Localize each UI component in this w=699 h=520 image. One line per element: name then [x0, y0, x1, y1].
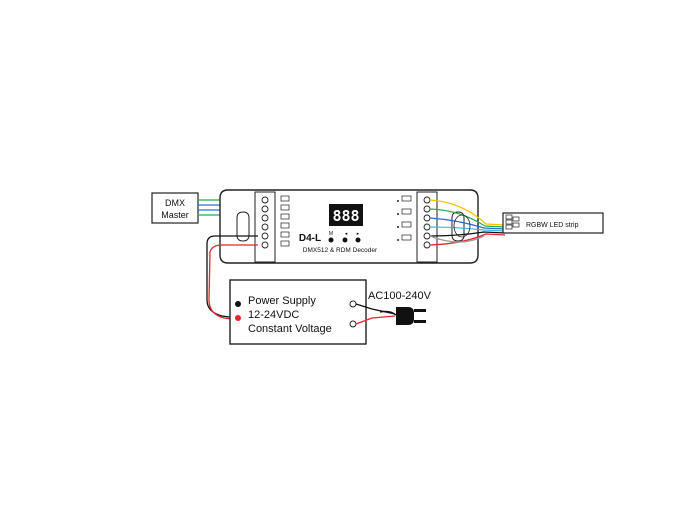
- terminal-in-3: [261, 214, 269, 222]
- decoder-subtitle: DMX512 & RDM Decoder: [303, 247, 378, 254]
- power-wires-to-decoder: [206, 235, 258, 321]
- button-m-label: M: [329, 231, 333, 237]
- cable-bundle: [453, 214, 471, 238]
- terminal-in-2: [261, 205, 269, 213]
- right-arrow-icon: ▸: [357, 231, 360, 237]
- terminal-in-1: [261, 196, 269, 204]
- dmx-master-box: [151, 192, 199, 224]
- dmx-master: DMX Master: [151, 192, 199, 224]
- wire-white-out: [429, 235, 485, 243]
- segment-display: [329, 204, 363, 226]
- wire-red-out: [429, 233, 506, 246]
- wire-black-out: [429, 231, 506, 237]
- psu-label-2: 12-24VDC: [248, 309, 299, 321]
- psu-terminal-minus: [235, 301, 241, 307]
- power-supply-box: [229, 279, 367, 345]
- output-polarity-marks: [397, 200, 399, 241]
- button-m[interactable]: [328, 237, 334, 243]
- psu-ac-terminal-1: [349, 300, 357, 308]
- ac-plug-icon: [396, 307, 426, 325]
- model-label: D4-L: [299, 233, 321, 244]
- psu-terminal-plus: [235, 315, 241, 321]
- ac-input-label: AC100-240V: [368, 290, 432, 302]
- left-arrow-icon: ◂: [345, 231, 348, 237]
- output-terminal-labels: [401, 195, 412, 241]
- button-up[interactable]: [355, 237, 361, 243]
- wire-cyan-out: [429, 226, 506, 232]
- wire-red-v-plus: [208, 244, 258, 321]
- output-wires: [429, 199, 506, 246]
- display-digits: 888: [332, 207, 359, 225]
- psu-label-3: Constant Voltage: [248, 323, 332, 335]
- led-strip-label: RGBW LED strip: [526, 222, 579, 229]
- led-strip-pads: [505, 214, 520, 230]
- dmx-master-label-1: DMX: [165, 198, 185, 208]
- dmx-master-label-2: Master: [161, 210, 189, 220]
- terminal-in-4: [261, 223, 269, 231]
- input-terminals: [261, 196, 269, 249]
- wire-yellow-out: [429, 199, 506, 226]
- mount-hole-left: [236, 211, 250, 242]
- decoder-unit: 888 M ◂ ▸ D4-L DMX512 & RDM Decoder: [219, 189, 479, 264]
- led-strip: RGBW LED strip: [502, 212, 604, 234]
- button-down[interactable]: [342, 237, 348, 243]
- led-strip-body: [502, 212, 604, 234]
- wire-blue-out: [429, 217, 506, 230]
- input-terminal-labels: [280, 195, 290, 247]
- ac-wiring: [355, 303, 397, 325]
- psu-ac-terminal-2: [349, 320, 357, 328]
- psu-label-1: Power Supply: [248, 295, 316, 307]
- power-supply: Power Supply 12-24VDC Constant Voltage: [229, 279, 367, 345]
- terminal-in-5: [261, 232, 269, 240]
- terminal-in-6: [261, 241, 269, 249]
